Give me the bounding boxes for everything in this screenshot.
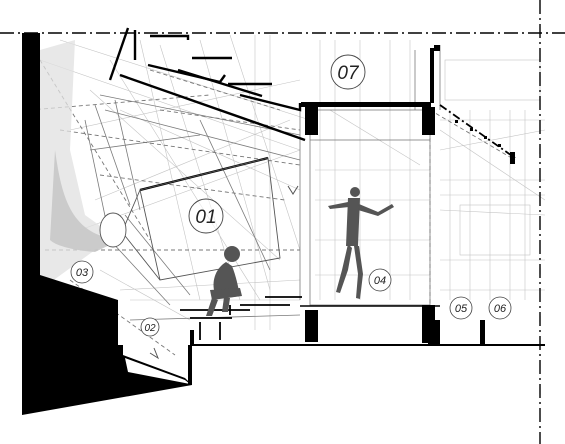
box-01-outline bbox=[121, 156, 281, 281]
ground-wall bbox=[22, 33, 192, 415]
railing-markers bbox=[455, 120, 501, 147]
background-structure bbox=[39, 34, 546, 330]
construction-lines bbox=[84, 45, 441, 321]
label-04: 04 bbox=[368, 268, 392, 292]
roof-steps bbox=[108, 27, 306, 142]
label-06: 06 bbox=[488, 296, 512, 320]
seated-figure bbox=[206, 246, 242, 316]
label-05: 05 bbox=[449, 296, 473, 320]
benches bbox=[180, 296, 302, 340]
ground-inner-cut bbox=[125, 358, 190, 384]
veil-surface bbox=[40, 40, 120, 290]
label-01: 01 bbox=[188, 198, 224, 234]
label-03: 03 bbox=[70, 260, 94, 284]
cantilever-arm bbox=[439, 104, 516, 159]
direction-arrows bbox=[149, 185, 299, 360]
veil-fold bbox=[50, 150, 120, 252]
label-02-text: 02 bbox=[144, 323, 156, 334]
label-04-text: 04 bbox=[374, 275, 386, 287]
label-01-text: 01 bbox=[195, 207, 216, 228]
room-04-structure bbox=[301, 45, 485, 344]
label-05-text: 05 bbox=[455, 303, 468, 315]
label-06-text: 06 bbox=[494, 303, 507, 315]
arm-tip bbox=[510, 152, 515, 164]
label-03-text: 03 bbox=[76, 267, 89, 279]
ground-line bbox=[188, 330, 545, 385]
porthole-opening bbox=[99, 212, 127, 248]
label-07-text: 07 bbox=[337, 63, 360, 84]
label-07: 07 bbox=[330, 54, 366, 90]
standing-figure bbox=[328, 187, 394, 299]
label-02: 02 bbox=[140, 317, 160, 337]
